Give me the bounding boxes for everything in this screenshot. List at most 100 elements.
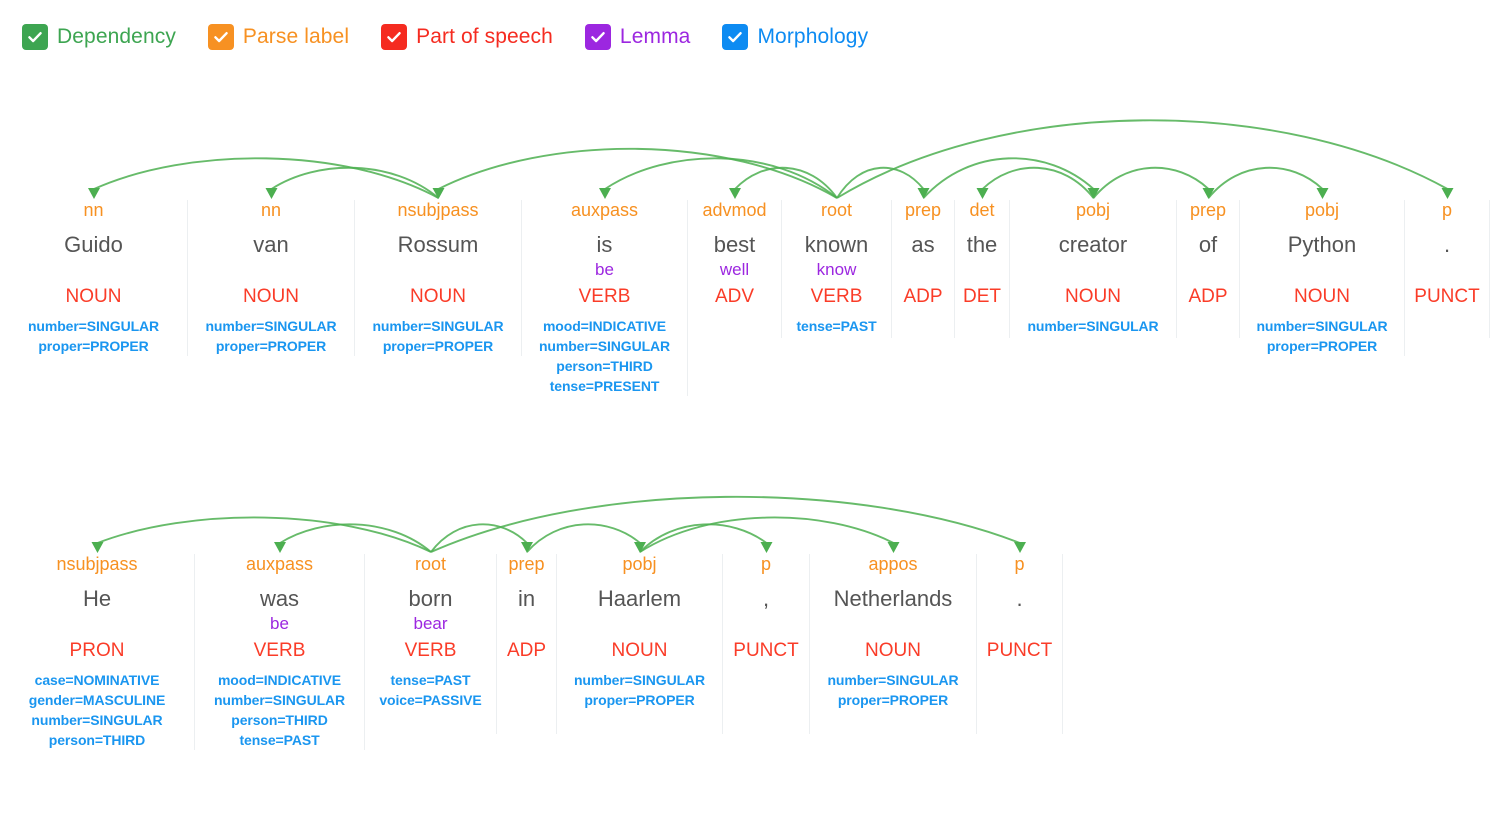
checkbox-checked-icon[interactable]	[207, 24, 234, 50]
legend-bar: Dependency Parse label Part of speech Lemma…	[0, 0, 1490, 74]
checkbox-checked-icon[interactable]	[722, 24, 749, 50]
legend-item-label: Morphology	[757, 25, 869, 48]
morphology-feature: proper=PROPER	[837, 692, 949, 708]
morphology-feature: tense=PAST	[239, 732, 320, 748]
morphology-feature: person=THIRD	[556, 358, 653, 374]
morphology-feature: voice=PASSIVE	[379, 692, 482, 708]
parse-label: root	[414, 554, 447, 574]
parse-label: pobj	[622, 554, 657, 574]
token-word: as	[911, 232, 935, 257]
token-lemma: be	[270, 614, 289, 633]
part-of-speech: NOUN	[1294, 286, 1350, 307]
part-of-speech: NOUN	[243, 286, 299, 307]
parse-label: nsubjpass	[397, 200, 479, 220]
morphology-feature: gender=MASCULINE	[28, 692, 166, 708]
token-word: creator	[1058, 232, 1128, 257]
part-of-speech: VERB	[404, 640, 457, 661]
parse-label: p	[760, 554, 771, 574]
checkbox-checked-icon[interactable]	[584, 24, 611, 50]
part-of-speech: ADP	[903, 286, 943, 307]
morphology-feature: number=SINGULAR	[1256, 318, 1388, 334]
arrowhead-icon	[887, 542, 900, 553]
morphology-feature: number=SINGULAR	[372, 318, 504, 334]
part-of-speech: PUNCT	[733, 640, 799, 661]
token-word: Python	[1287, 232, 1357, 257]
dependency-arc-pobj	[526, 523, 646, 553]
token-word: was	[259, 586, 300, 611]
token-column[interactable]: p.PUNCT	[1405, 200, 1490, 338]
morphology-list: number=SINGULAR	[1027, 316, 1158, 336]
part-of-speech: NOUN	[611, 640, 668, 661]
parse-label: auxpass	[570, 200, 639, 220]
parse-label: nn	[83, 200, 104, 220]
token-word: born	[408, 586, 453, 611]
part-of-speech: DET	[963, 286, 1001, 307]
legend-item-lemma[interactable]: Lemma	[584, 24, 691, 50]
legend-item-part-of-speech[interactable]: Part of speech	[381, 24, 553, 50]
morphology-list: tense=PAST voice=PASSIVE	[379, 670, 481, 710]
morphology-feature: person=THIRD	[48, 732, 146, 748]
legend-item-label: Part of speech	[416, 25, 553, 48]
token-lemma: be	[595, 260, 614, 279]
token-word: is	[596, 232, 613, 257]
checkbox-checked-icon[interactable]	[381, 24, 408, 50]
dependency-arc-advmod	[729, 166, 838, 199]
arrowhead-icon	[1316, 188, 1329, 199]
token-word: He	[82, 586, 112, 611]
arrowhead-icon	[976, 188, 989, 199]
token-column[interactable]: p.PUNCT	[977, 554, 1063, 734]
token-word: ,	[762, 586, 770, 611]
token-lemma: well	[719, 260, 750, 279]
token-column[interactable]: p, PUNCT	[723, 554, 810, 734]
dependency-arc-prep	[836, 166, 930, 199]
dependency-arc-layer	[91, 495, 1026, 553]
arrowhead-icon	[265, 188, 278, 199]
legend-item-morphology[interactable]: Morphology	[722, 24, 868, 50]
token-word: .	[1016, 586, 1023, 611]
checkbox-checked-icon[interactable]	[22, 24, 48, 50]
part-of-speech: ADP	[506, 640, 547, 661]
dependency-arc-pobj	[922, 157, 1100, 199]
morphology-feature: number=SINGULAR	[205, 318, 337, 334]
legend-item-parse-label[interactable]: Parse label	[207, 24, 349, 50]
legend-item-dependency[interactable]: Dependency	[22, 24, 176, 50]
dependency-arc-auxpass	[274, 523, 432, 553]
token-word: the	[966, 232, 998, 257]
token-word: of	[1198, 232, 1218, 257]
morphology-feature: proper=PROPER	[215, 338, 327, 354]
arrowhead-icon	[432, 188, 445, 199]
parse-label: p	[1014, 554, 1025, 574]
dependency-arc-nn	[265, 166, 440, 199]
dependency-arc-p	[639, 523, 773, 553]
legend-item-label: Dependency	[57, 25, 176, 48]
morphology-feature: tense=PAST	[390, 672, 471, 688]
arrowhead-icon	[91, 542, 104, 553]
morphology-list: tense=PAST	[796, 316, 876, 336]
part-of-speech: PUNCT	[1414, 286, 1480, 307]
